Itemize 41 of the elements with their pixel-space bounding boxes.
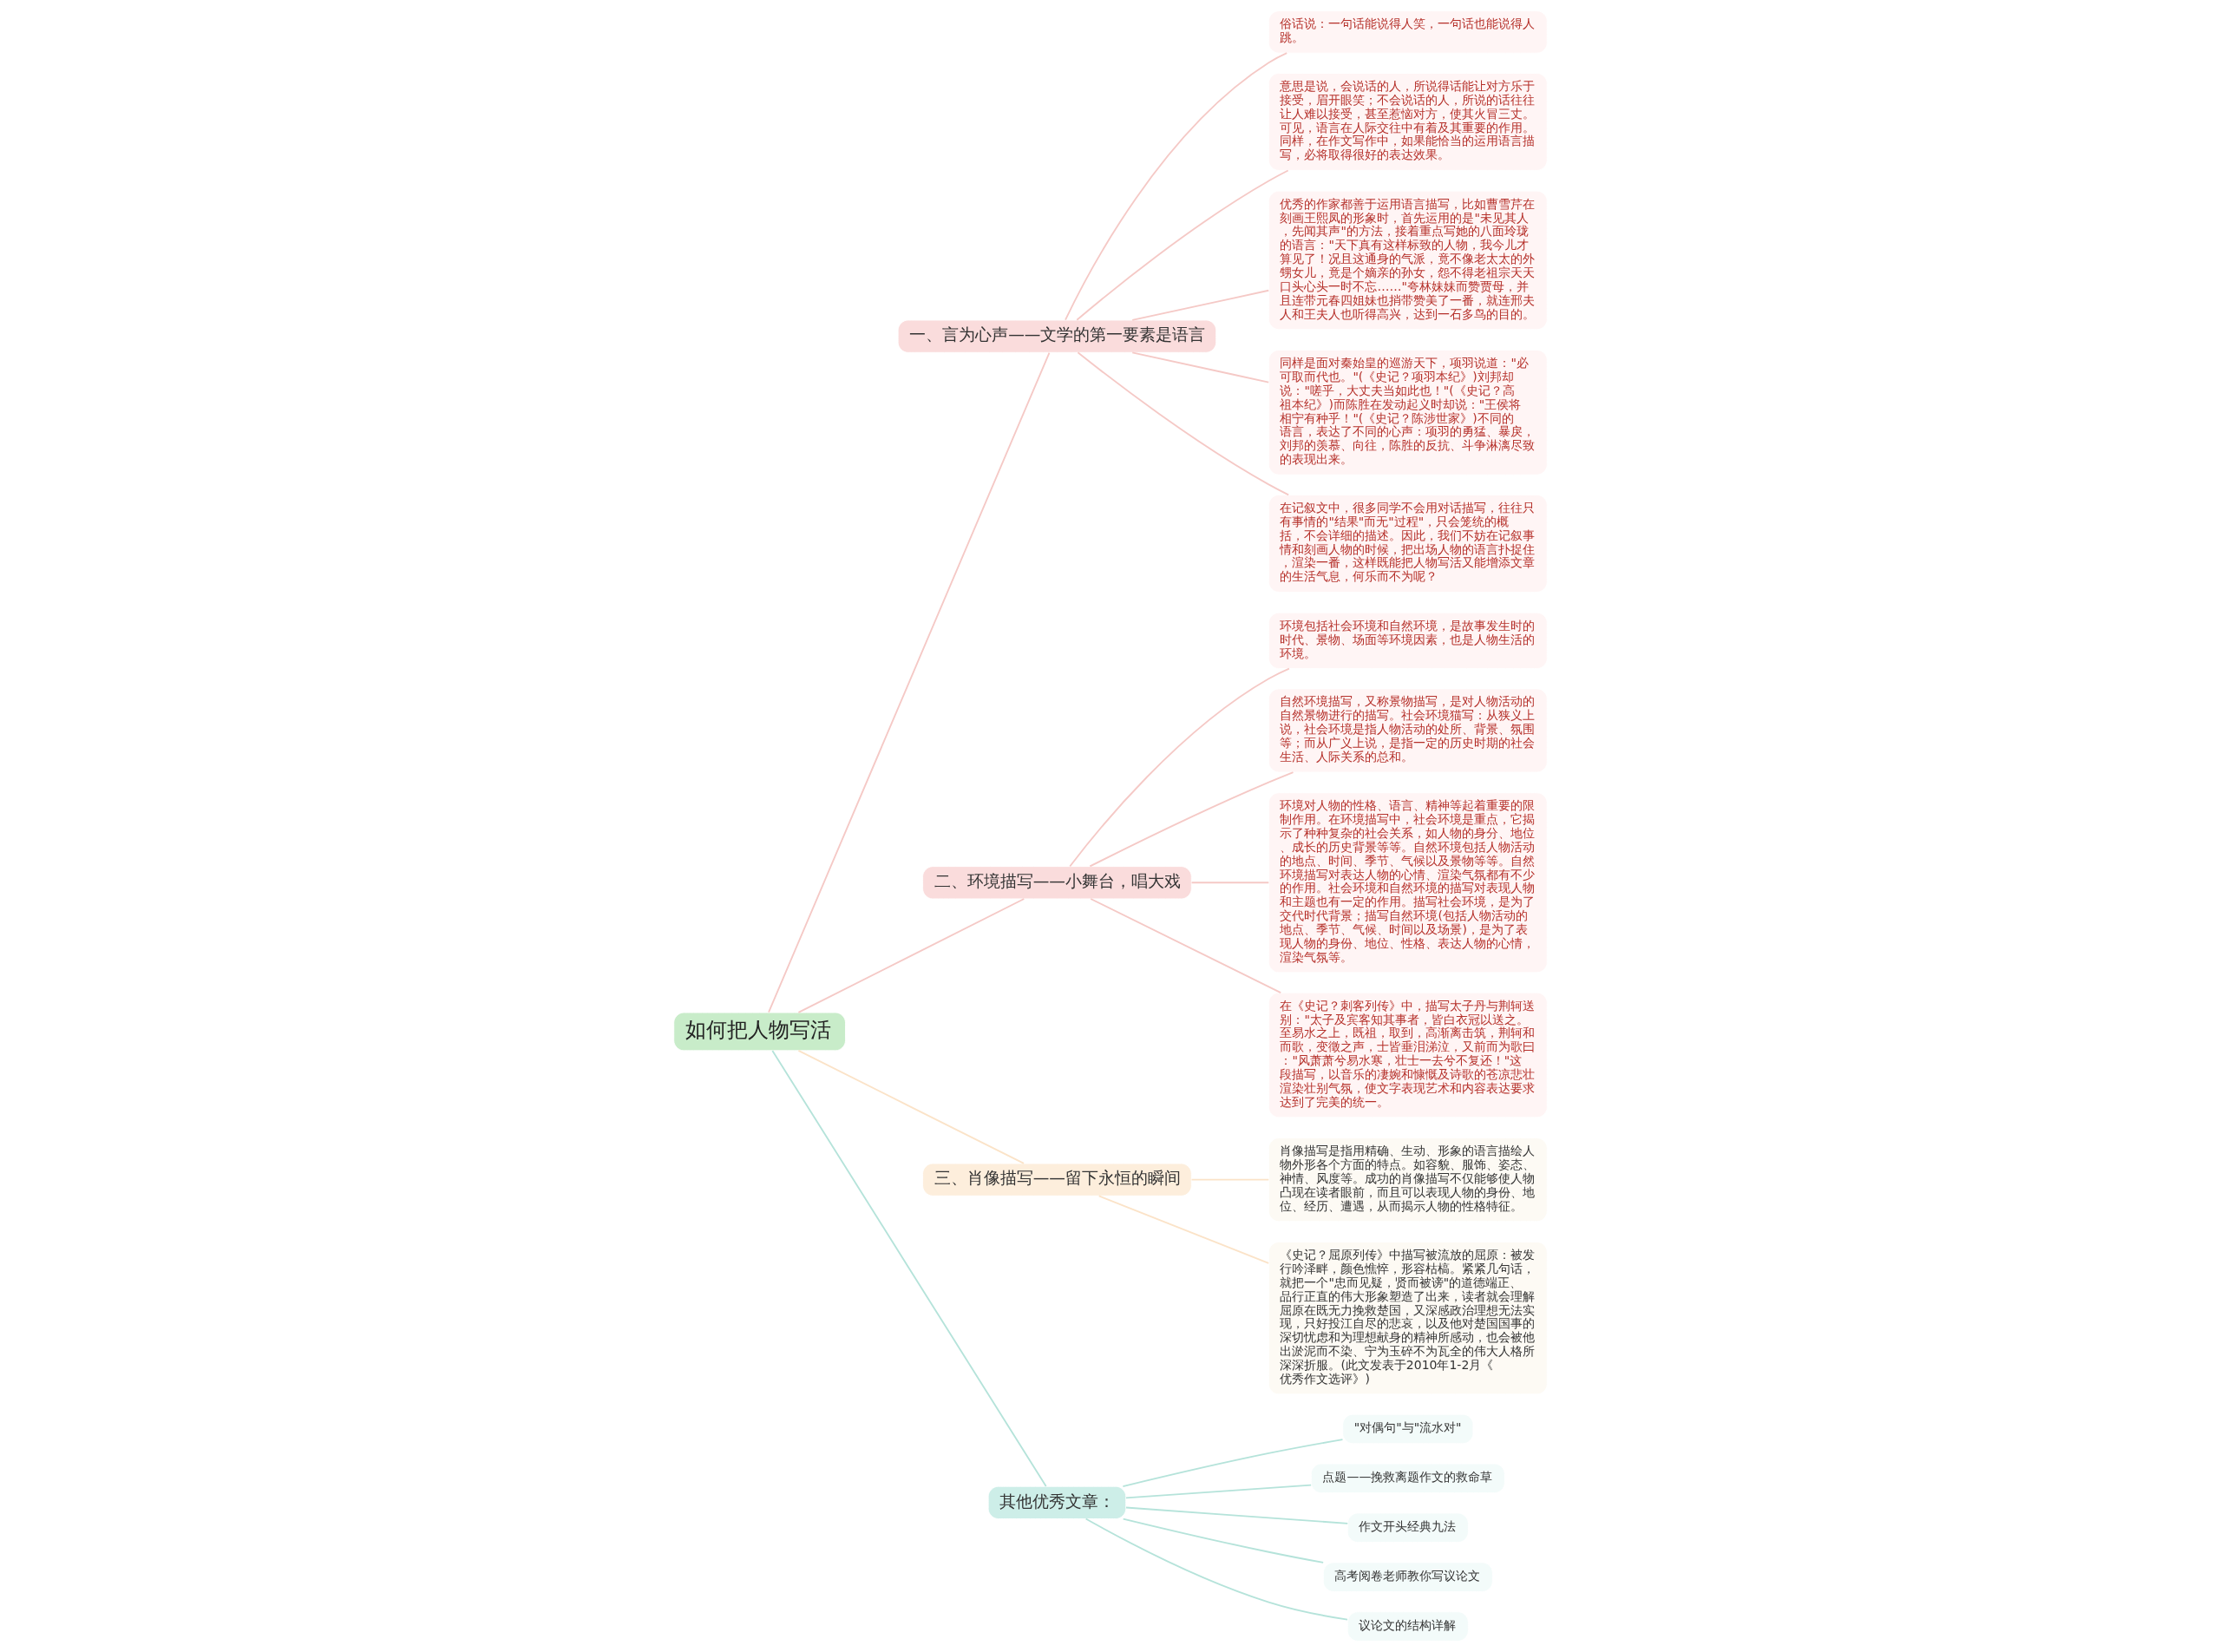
connector [1089,771,1294,868]
connector [1065,52,1288,321]
node-box: 意思是说，会说话的人，所说得话能让对方乐于接受，眉开眼笑；不会说话的人，所说的话往往让人难以接受，甚至惹恼对方，使其火冒三丈。可见，语言在人际交往中有着及其重要的作用。同样，在作文写作中，如果能恰当的运用语言描写，必将取得很好的表达效果。 [1268,73,1548,171]
connector [771,1049,1047,1488]
node-box: 三、肖像描写——留下永恒的瞬间 [922,1163,1192,1196]
node-box: 自然环境描写，又称景物描写，是对人物活动的自然景物进行的描写。社会环境猫写：从狭义上说，社会环境是指人物活动的处所、背景、氛围等；而从广义上说，是指一定的历史时期的社会生活、人际关系的总和。 [1268,688,1548,773]
node-box: 二、环境描写——小舞台，唱大戏 [922,866,1192,900]
connector [1190,1178,1270,1181]
node-box: 环境包括社会环境和自然环境，是故事发生时的时代、景物、场面等环境因素，也是人物生活的环境。 [1268,612,1548,670]
connector [797,898,1025,1013]
node-box: 其他优秀文章： [987,1485,1127,1519]
connector [1122,1439,1344,1488]
node-box: 如何把人物写活 [673,1012,846,1052]
connector [1090,898,1282,994]
connector [797,1049,1025,1164]
node-box: 作文开头经典九法 [1346,1512,1469,1544]
node-box: 在记叙文中，很多同学不会用对话描写，往往只有事情的"结果"而无"过程"，只会笼统的概括，不会详细的描述。因此，我们不妨在记叙事情和刻画人物的时候，把出场人物的语言扑捉住，渲染一番，这样既能把人物写活又能增添文章的生活气息，何乐而不为呢？ [1268,495,1548,593]
connector [1077,351,1290,496]
node-box: 《史记？屈原列传》中描写被流放的屈原：被发行吟泽畔，颜色憔悴，形容枯槁。紧紧几句话，就把一个"忠而见疑，贤而被谤"的道德端正、品行正直的伟大形象塑造了出来，读者就会理解屈原在既无力挽救楚国，又深感政治理想无法实现，只好投江自尽的悲哀，以及他对楚国国事的深切忧虑和为理想献身的精神所感动，也会被他出淤泥而不染、宁为玉碎不为瓦全的伟大人格所深深折服。(此文发表于2010年1-2月《优秀作文选评》) [1268,1242,1548,1395]
node-box: "对偶句"与"流水对" [1342,1413,1474,1445]
connector [768,351,1051,1013]
connector [1122,1518,1325,1564]
node-box: 议论文的结构详解 [1346,1611,1469,1642]
connector [1125,1506,1349,1524]
node-box: 环境对人物的性格、语言、精神等起着重要的限制作用。在环境描写中，社会环境是重点，它揭示了种种复杂的社会关系，如人物的身分、地位、成长的历史背景等等。自然环境包括人物活动的地点、时间、季节、气候以及景物等等。自然环境描写对表达人物的心情、渲染气氛都有不少的作用。社会环境和自然环境的描写对表现人物和主题也有一定的作用。描写社会环境，是为了交代时代背景；描写自然环境(包括人物活动的地点、季节、气候、时间以及场景)，是为了表现人物的身份、地位、性格、表达人物的心情，渲染气氛等。 [1268,792,1548,974]
node-box: 在《史记？刺客列传》中，描写太子丹与荆轲送别："太子及宾客知其事者，皆白衣冠以送之。至易水之上，既祖，取到，高渐离击筑，荆轲和而歌，变徵之声，士皆垂泪涕泣，又前而为歌曰："风萧萧兮易水寒，壮士一去兮不复还！"这段描写，以音乐的凄婉和慷慨及诗歌的苍凉悲壮渲染壮别气氛，使文字表现艺术和内容表达要求达到了完美的统一。 [1268,992,1548,1118]
node-box: 高考阅卷老师教你写议论文 [1322,1562,1493,1592]
node-box: 俗话说：一句话能说得人笑，一句话也能说得人跳。 [1268,10,1548,54]
node-box: 优秀的作家都善于运用语言描写，比如曹雪芹在刻画王熙凤的形象时，首先运用的是"未见其人，先闻其声"的方法，接着重点写她的八面玲珑的语言："天下真有这样标致的人物，我今儿才算见了！况且这通身的气派，竟不像老太太的外甥女儿，竟是个嫡亲的孙女，怨不得老祖宗天天口头心头一时不忘……"夸林妹妹而赞贾母，并且连带元春四姐妹也捎带赞美了一番，就连邢夫人和王夫人也听得高兴，达到一石多鸟的目的。 [1268,190,1548,331]
node-box: 肖像描写是指用精确、生动、形象的语言描绘人物外形各个方面的特点。如容貌、服饰、姿态、神情、风度等。成功的肖像描写不仅能够使人物凸现在读者眼前，而且可以表现人物的身份、地位、经历、遭遇，从而揭示人物的性格特征。 [1268,1137,1548,1223]
connector [1125,1484,1313,1499]
connector [1076,169,1289,321]
connector [1084,1518,1348,1621]
node-box: 一、言为心声——文学的第一要素是语言 [897,319,1217,353]
connector [1190,882,1270,884]
connector [1131,351,1270,384]
node-box: 点题——挽救离题作文的救命草 [1310,1463,1505,1494]
connector [1097,1195,1270,1264]
connector [1069,667,1290,868]
connector [1131,289,1270,321]
node-box: 同样是面对秦始皇的巡游天下，项羽说道："必可取而代也。"(《史记？项羽本纪》)刘邦却说："嗟乎，大丈夫当如此也！"(《史记？高祖本纪》)而陈胜在发动起义时却说："王侯将相宁有种乎！"(《史记？陈涉世家》)不同的语言，表达了不同的心声：项羽的勇猛、暴戾，刘邦的羡慕、向往，陈胜的反抗、斗争淋漓尽致的表现出来。 [1268,350,1548,475]
